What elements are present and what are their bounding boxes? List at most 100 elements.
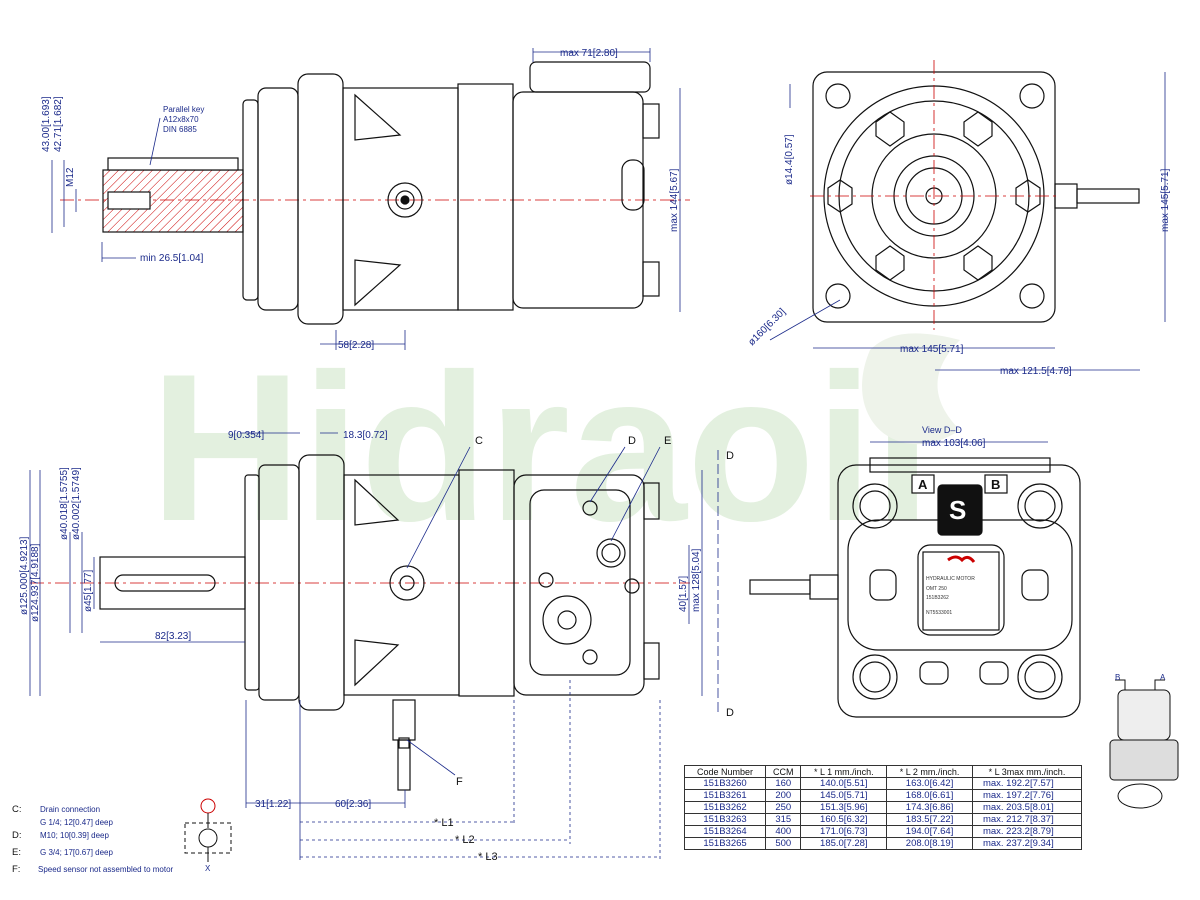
note-d-text: M10; 10[0.39] deep (40, 831, 109, 840)
rotation-a: A (1160, 673, 1166, 682)
rotation-direction-icon (1109, 679, 1179, 809)
note-f-key: F: (12, 864, 20, 875)
th-l3: * L 3max mm./inch. (971, 765, 1083, 778)
hydraulic-symbol-icon (184, 798, 232, 862)
top-view (60, 61, 690, 325)
label-c: C (475, 435, 483, 447)
side-view (30, 454, 690, 791)
cell-ccm: 500 (765, 837, 802, 850)
cell-l2: 168.0[6.61] (886, 789, 973, 802)
note-c-key: C: (12, 804, 22, 815)
cell-ccm: 250 (765, 801, 802, 814)
dim-125: ø125.000[4.9213] (19, 536, 30, 615)
th-l1: * L 1 mm./inch. (800, 765, 888, 778)
cell-l2: 194.0[7.64] (886, 825, 973, 838)
cell-l1: 140.0[5.51] (800, 777, 888, 790)
dim-43: 43.00[1.693] (41, 96, 52, 152)
dim-82: 82[3.23] (155, 631, 191, 642)
dim-l2: * L2 (455, 834, 475, 846)
dim-max1215: max 121.5[4.78] (1000, 366, 1072, 377)
dim-max144: max 144[5.67] (669, 168, 680, 232)
dim-max71: max 71[2.80] (560, 48, 618, 59)
cell-l3: max. 212.7[8.37] (971, 813, 1083, 826)
cell-l3: max. 192.2[7.57] (971, 777, 1083, 790)
cell-code: 151B3261 (683, 789, 767, 802)
section-mark-bottom: D (726, 707, 734, 719)
cell-l3: max. 197.2[7.76] (971, 789, 1083, 802)
plate-text: HYDRAULIC MOTOR (926, 576, 975, 582)
dim-9: 9[0.354] (228, 430, 264, 441)
dim-40002: ø40.002[1.5749] (71, 467, 82, 540)
brand-logo-s: S (949, 495, 966, 525)
view-dd (749, 457, 1081, 718)
dim-40: 40[1.57] (678, 576, 689, 612)
dim-31: 31[1.22] (255, 799, 291, 810)
dim-45: ø45[1.77] (83, 570, 94, 612)
brand-logo-mark (947, 555, 976, 563)
note-c-text2: G 1/4; 12[0.47] deep (40, 818, 113, 827)
note-c-text: Drain connection (40, 805, 100, 814)
cell-ccm: 200 (765, 789, 802, 802)
dim-183: 18.3[0.72] (343, 430, 388, 441)
watermark-text: Hidraoil (150, 330, 932, 565)
dim-max145h: max 145[5.71] (900, 344, 964, 355)
symbol-x: X (205, 864, 211, 873)
cell-ccm: 315 (765, 813, 802, 826)
end-view (812, 71, 1140, 323)
cell-ccm: 400 (765, 825, 802, 838)
dim-40018: ø40.018[1.5755] (59, 467, 70, 540)
spec-table: Code Number CCM * L 1 mm./inch. * L 2 mm… (683, 765, 1083, 850)
dim-l3: * L3 (478, 851, 498, 863)
cell-code: 151B3262 (683, 801, 767, 814)
top-view-dimensions (51, 48, 681, 350)
plate-code: 151B3262 (926, 595, 949, 601)
dim-max145v: max 145[5.71] (1160, 168, 1171, 232)
view-dd-title: View D–D (922, 425, 962, 435)
cell-code: 151B3264 (683, 825, 767, 838)
dim-60: 60[2.36] (335, 799, 371, 810)
cell-l1: 145.0[5.71] (800, 789, 888, 802)
dim-124: ø124.937[4.9188] (30, 543, 41, 622)
th-code: Code Number (683, 765, 767, 778)
dim-144: ø14.4[0.57] (784, 134, 795, 185)
cell-l3: max. 223.2[8.79] (971, 825, 1083, 838)
cell-code: 151B3265 (683, 837, 767, 850)
side-view-dimensions (29, 432, 719, 861)
cell-l1: 185.0[7.28] (800, 837, 888, 850)
dim-l1: * L1 (434, 817, 454, 829)
cell-l2: 163.0[6.42] (886, 777, 973, 790)
note-f-text: Speed sensor not assembled to motor (38, 865, 174, 874)
cell-l2: 208.0[8.19] (886, 837, 973, 850)
th-l2: * L 2 mm./inch. (886, 765, 973, 778)
section-mark-top: D (726, 450, 734, 462)
cell-l3: max. 237.2[9.34] (971, 837, 1083, 850)
cell-l2: 183.5[7.22] (886, 813, 973, 826)
parallel-key-label: Parallel key (163, 105, 204, 114)
parallel-key-std: DIN 6885 (163, 125, 197, 134)
table-header-row: Code Number CCM * L 1 mm./inch. * L 2 mm… (683, 765, 1083, 778)
plate-model: OMT 250 (926, 586, 947, 592)
port-b-label: B (991, 477, 1000, 492)
dim-max128: max 128[5.04] (691, 548, 702, 612)
note-d-key: D: (12, 830, 22, 841)
note-e-key: E: (12, 847, 21, 858)
dim-4271: 42.71[1.682] (53, 96, 64, 152)
dim-58: 58[2.28] (338, 340, 374, 351)
rotation-b: B (1115, 673, 1120, 682)
cell-code: 151B3260 (683, 777, 767, 790)
notes-block: C: Drain connection G 1/4; 12[0.47] deep… (12, 804, 174, 875)
cell-l1: 171.0[6.73] (800, 825, 888, 838)
dim-m12: M12 (65, 167, 76, 187)
th-ccm: CCM (765, 765, 802, 778)
label-e: E (664, 435, 671, 447)
label-d: D (628, 435, 636, 447)
cell-l3: max. 203.5[8.01] (971, 801, 1083, 814)
cell-ccm: 160 (765, 777, 802, 790)
